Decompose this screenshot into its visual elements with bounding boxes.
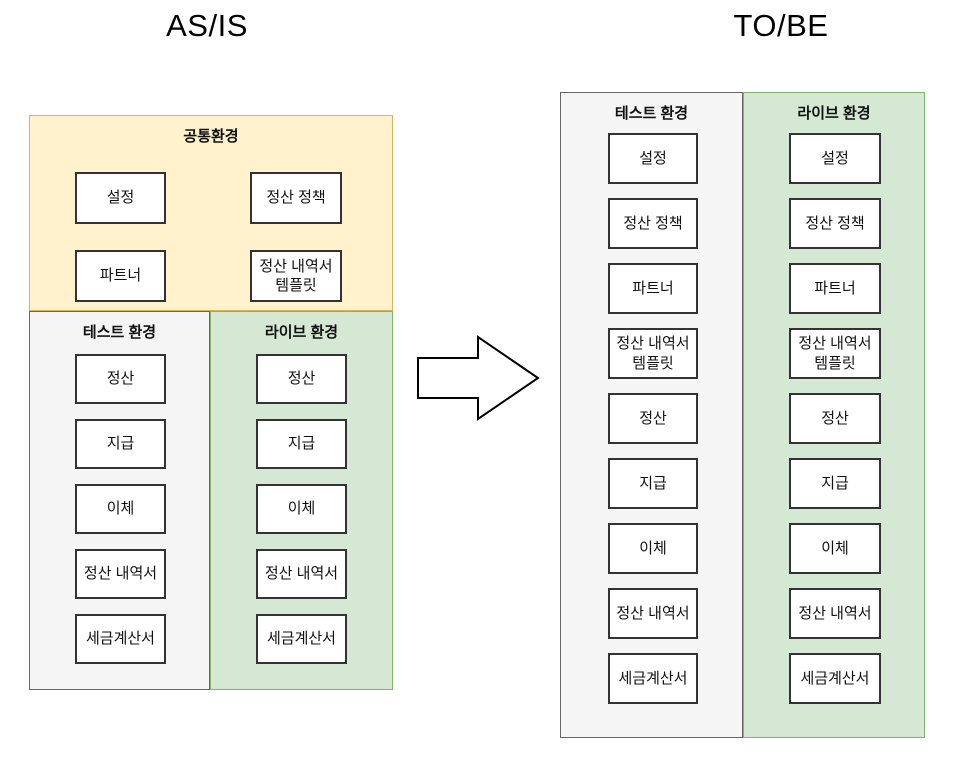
node-transfer: 이체 <box>75 484 166 534</box>
node-payout: 지급 <box>75 419 166 469</box>
node-transfer: 이체 <box>256 484 347 534</box>
node-settlement: 정산 <box>608 393 698 444</box>
tobe-test-env-label: 테스트 환경 <box>614 105 689 122</box>
node-settings: 설정 <box>789 133 881 184</box>
node-settlement-statement-template: 정산 내역서 템플릿 <box>789 328 881 379</box>
node-tax-invoice: 세금계산서 <box>75 614 166 664</box>
node-payout: 지급 <box>608 458 698 509</box>
node-payout: 지급 <box>789 458 881 509</box>
tobe-live-env-label: 라이브 환경 <box>797 105 871 122</box>
asis-title: AS/IS <box>166 8 248 43</box>
asis-common-env-panel: 공통환경 설정 정산 정책 파트너 정산 내역서 템플릿 <box>29 115 393 311</box>
node-settlement-statement: 정산 내역서 <box>789 588 881 639</box>
asis-test-env-panel: 테스트 환경 정산 지급 이체 정산 내역서 세금계산서 <box>29 311 210 690</box>
node-settlement-policy: 정산 정책 <box>250 172 342 224</box>
node-settlement-statement: 정산 내역서 <box>75 549 166 599</box>
node-settlement-statement-template: 정산 내역서 템플릿 <box>608 328 698 379</box>
node-partner: 파트너 <box>789 263 881 314</box>
asis-live-env-panel: 라이브 환경 정산 지급 이체 정산 내역서 세금계산서 <box>210 311 393 690</box>
node-transfer: 이체 <box>608 523 698 574</box>
asis-common-env-label: 공통환경 <box>183 128 239 145</box>
node-settlement: 정산 <box>789 393 881 444</box>
node-settings: 설정 <box>75 172 166 224</box>
asis-live-env-label: 라이브 환경 <box>264 324 339 341</box>
tobe-title: TO/BE <box>733 8 829 43</box>
node-partner: 파트너 <box>608 263 698 314</box>
asis-test-env-label: 테스트 환경 <box>82 324 157 341</box>
node-transfer: 이체 <box>789 523 881 574</box>
node-partner: 파트너 <box>75 250 166 302</box>
tobe-live-env-panel: 라이브 환경 설정 정산 정책 파트너 정산 내역서 템플릿 정산 지급 이체 … <box>743 92 925 738</box>
node-tax-invoice: 세금계산서 <box>789 653 881 704</box>
node-settlement: 정산 <box>256 354 347 404</box>
node-settlement-statement-template: 정산 내역서 템플릿 <box>250 250 342 302</box>
node-settlement: 정산 <box>75 354 166 404</box>
right-block-arrow-icon <box>417 335 540 421</box>
tobe-test-env-panel: 테스트 환경 설정 정산 정책 파트너 정산 내역서 템플릿 정산 지급 이체 … <box>560 92 743 738</box>
node-settlement-policy: 정산 정책 <box>789 198 881 249</box>
node-payout: 지급 <box>256 419 347 469</box>
node-tax-invoice: 세금계산서 <box>608 653 698 704</box>
node-settlement-statement: 정산 내역서 <box>608 588 698 639</box>
node-settings: 설정 <box>608 133 698 184</box>
node-tax-invoice: 세금계산서 <box>256 614 347 664</box>
node-settlement-statement: 정산 내역서 <box>256 549 347 599</box>
node-settlement-policy: 정산 정책 <box>608 198 698 249</box>
